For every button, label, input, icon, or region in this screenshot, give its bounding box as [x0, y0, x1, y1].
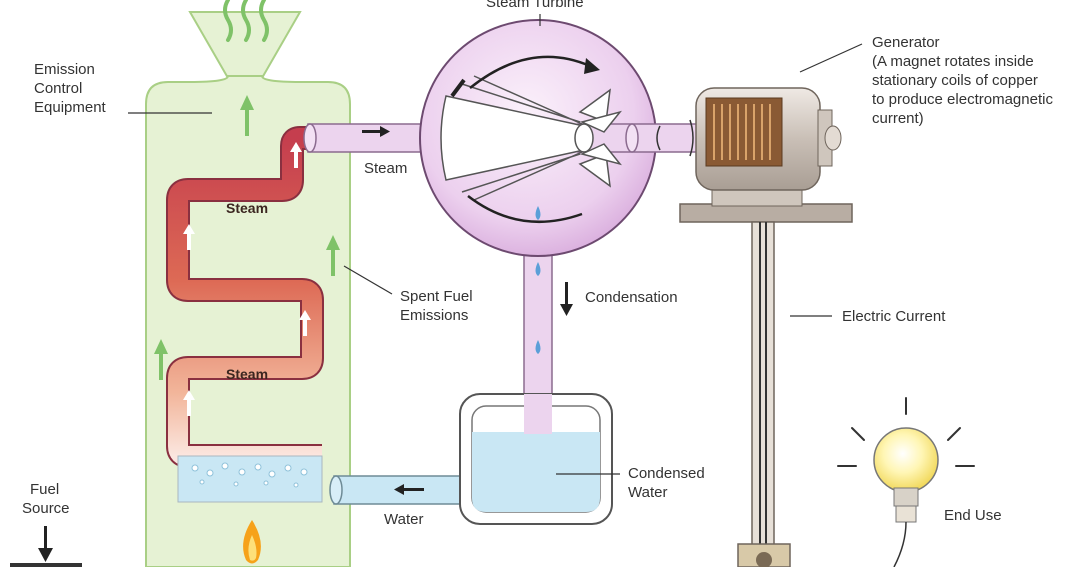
steam-coil-upper-label: Steam [226, 200, 268, 216]
flame-icon [243, 520, 261, 564]
condensation-arrow [560, 282, 573, 316]
fuel-arrow [10, 526, 82, 567]
water-return-pipe [329, 475, 471, 505]
fuel-source-label: Fuel Source [22, 481, 70, 517]
steam-pipe-label: Steam [364, 160, 407, 177]
svg-text:Water: Water [628, 484, 667, 501]
svg-text:Control: Control [34, 80, 82, 97]
condensation-label: Condensation [585, 289, 678, 306]
svg-text:to produce electromagnetic: to produce electromagnetic [872, 91, 1053, 108]
condenser-tank [459, 393, 613, 525]
leader-lines [128, 14, 863, 475]
steam-turbine [419, 19, 705, 257]
steam-pipe [303, 123, 435, 153]
svg-text:Emission: Emission [34, 61, 95, 78]
emission-control-label: Emission Control Equipment [34, 61, 107, 116]
svg-text:Equipment: Equipment [34, 99, 107, 116]
svg-text:Generator: Generator [872, 34, 940, 51]
light-bulb-icon [837, 397, 975, 568]
generator-label: Generator (A magnet rotates inside stati… [872, 34, 1053, 127]
svg-text:stationary coils of copper: stationary coils of copper [872, 72, 1038, 89]
svg-text:Condensed: Condensed [628, 465, 705, 482]
electric-wire [737, 221, 791, 568]
svg-text:Source: Source [22, 500, 70, 517]
steam-turbine-label: Steam Turbine [486, 0, 584, 11]
spent-fuel-label: Spent Fuel Emissions [400, 288, 473, 324]
svg-text:Emissions: Emissions [400, 307, 468, 324]
water-label: Water [384, 511, 423, 528]
exhaust-fumes [223, 0, 269, 42]
svg-text:Spent Fuel: Spent Fuel [400, 288, 473, 305]
boiler-water-chamber [177, 455, 323, 503]
steam-coil-lower-label: Steam [226, 366, 268, 382]
end-use-label: End Use [944, 507, 1002, 524]
emission-flow-arrows [154, 95, 340, 380]
steam-coil [166, 126, 324, 468]
electric-current-label: Electric Current [842, 308, 946, 325]
svg-text:Fuel: Fuel [30, 481, 59, 498]
svg-text:(A magnet rotates inside: (A magnet rotates inside [872, 53, 1034, 70]
condensed-water-label: Condensed Water [628, 465, 705, 501]
generator [656, 87, 853, 223]
coil-flow-arrows [183, 142, 311, 416]
svg-text:current): current) [872, 110, 924, 127]
